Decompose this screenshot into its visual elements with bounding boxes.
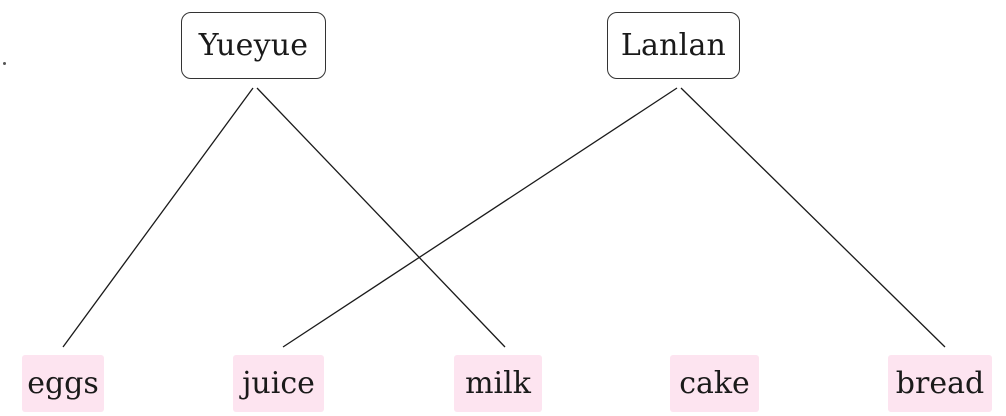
food-item-bread: bread <box>888 355 992 412</box>
person-node-yueyue: Yueyue <box>181 12 326 79</box>
person-node-lanlan: Lanlan <box>607 12 740 79</box>
food-item-milk: milk <box>454 355 542 412</box>
edge-lanlan-juice <box>282 87 678 348</box>
edge-yueyue-milk <box>256 87 506 348</box>
edge-yueyue-eggs <box>62 87 254 348</box>
edge-lanlan-bread <box>680 87 946 348</box>
food-item-eggs: eggs <box>22 355 104 412</box>
stray-mark <box>3 62 6 65</box>
food-item-juice: juice <box>233 355 324 412</box>
food-item-cake: cake <box>670 355 759 412</box>
